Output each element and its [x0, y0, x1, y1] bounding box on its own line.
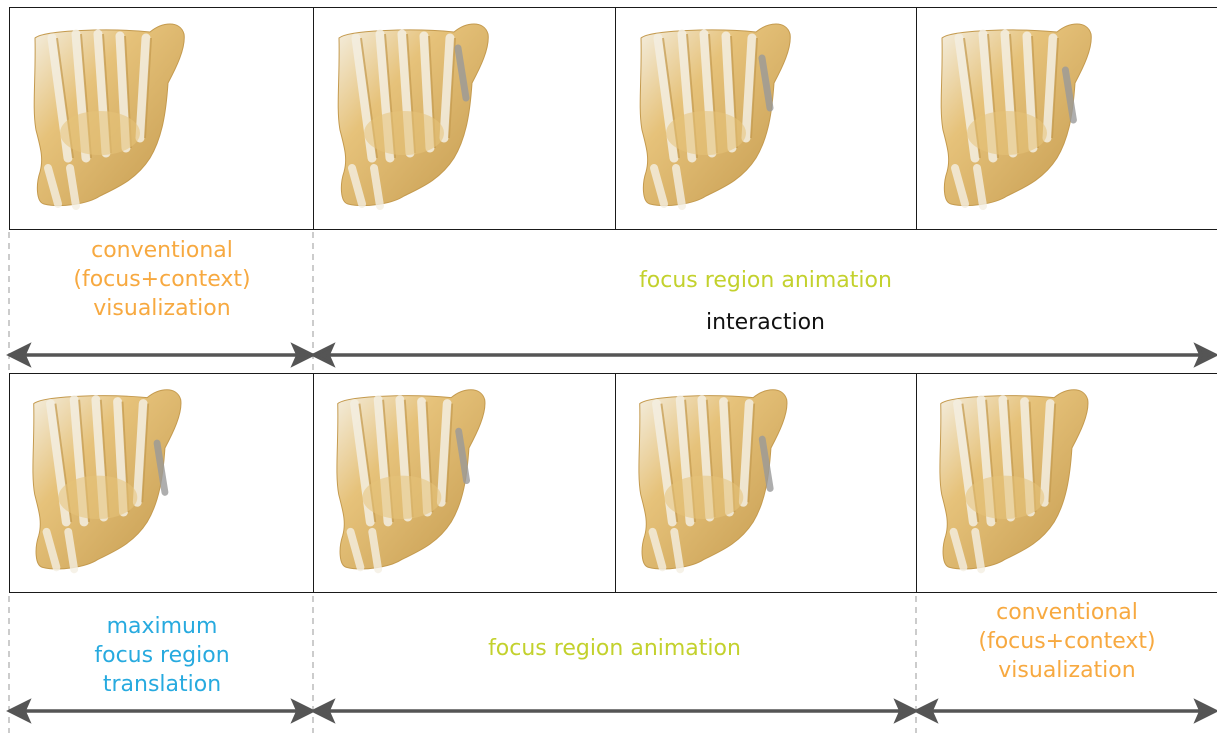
top-right-label-interaction: interaction	[313, 308, 1217, 337]
bottom-left-label: maximum focus region translation	[9, 612, 315, 699]
label-line: maximum	[9, 612, 315, 641]
top-right-label-animation: focus region animation	[313, 266, 1217, 295]
arrow-animation-bottom	[314, 702, 915, 720]
label-line: conventional	[916, 598, 1217, 627]
arrow-conventional-bottom	[917, 702, 1215, 720]
label-line: focus region	[9, 641, 315, 670]
label-line: conventional	[9, 236, 315, 265]
label-line: visualization	[9, 294, 315, 323]
arrow-conventional-top	[10, 346, 312, 364]
arrow-maximum-bottom	[10, 702, 312, 720]
bottom-middle-label: focus region animation	[313, 634, 916, 663]
top-left-label: conventional (focus+context) visualizati…	[9, 236, 315, 323]
bottom-right-label: conventional (focus+context) visualizati…	[916, 598, 1217, 685]
arrow-interaction-top	[314, 346, 1215, 364]
label-line: translation	[9, 670, 315, 699]
label-line: visualization	[916, 656, 1217, 685]
label-line: (focus+context)	[9, 265, 315, 294]
label-line: (focus+context)	[916, 627, 1217, 656]
